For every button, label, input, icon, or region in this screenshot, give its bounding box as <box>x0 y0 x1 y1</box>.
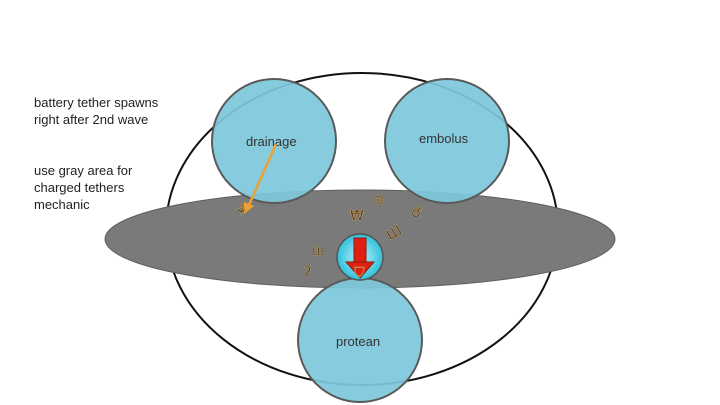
marker-b: ᘓ <box>369 195 385 205</box>
protean-circle: protean <box>297 277 423 403</box>
embolus-label: embolus <box>419 131 469 146</box>
note-tether-spawn: battery tether spawns right after 2nd wa… <box>34 95 159 127</box>
tether-arrow <box>244 143 278 214</box>
marker-f: ʔ <box>304 265 311 281</box>
note-gray-area: use gray area for charged tethers mechan… <box>34 163 133 212</box>
marker-e: ш <box>312 243 325 259</box>
embolus-circle: embolus <box>384 78 510 204</box>
drainage-marker: ⚘ <box>235 203 248 219</box>
marker-c: Ш <box>384 222 405 243</box>
drainage-label: drainage <box>246 134 297 149</box>
boss-marker: ⛉ <box>354 265 365 281</box>
protean-label: protean <box>336 334 380 349</box>
drainage-circle: drainage <box>211 78 337 204</box>
boss-icon <box>336 233 384 281</box>
marker-a: ₩ <box>350 208 364 224</box>
